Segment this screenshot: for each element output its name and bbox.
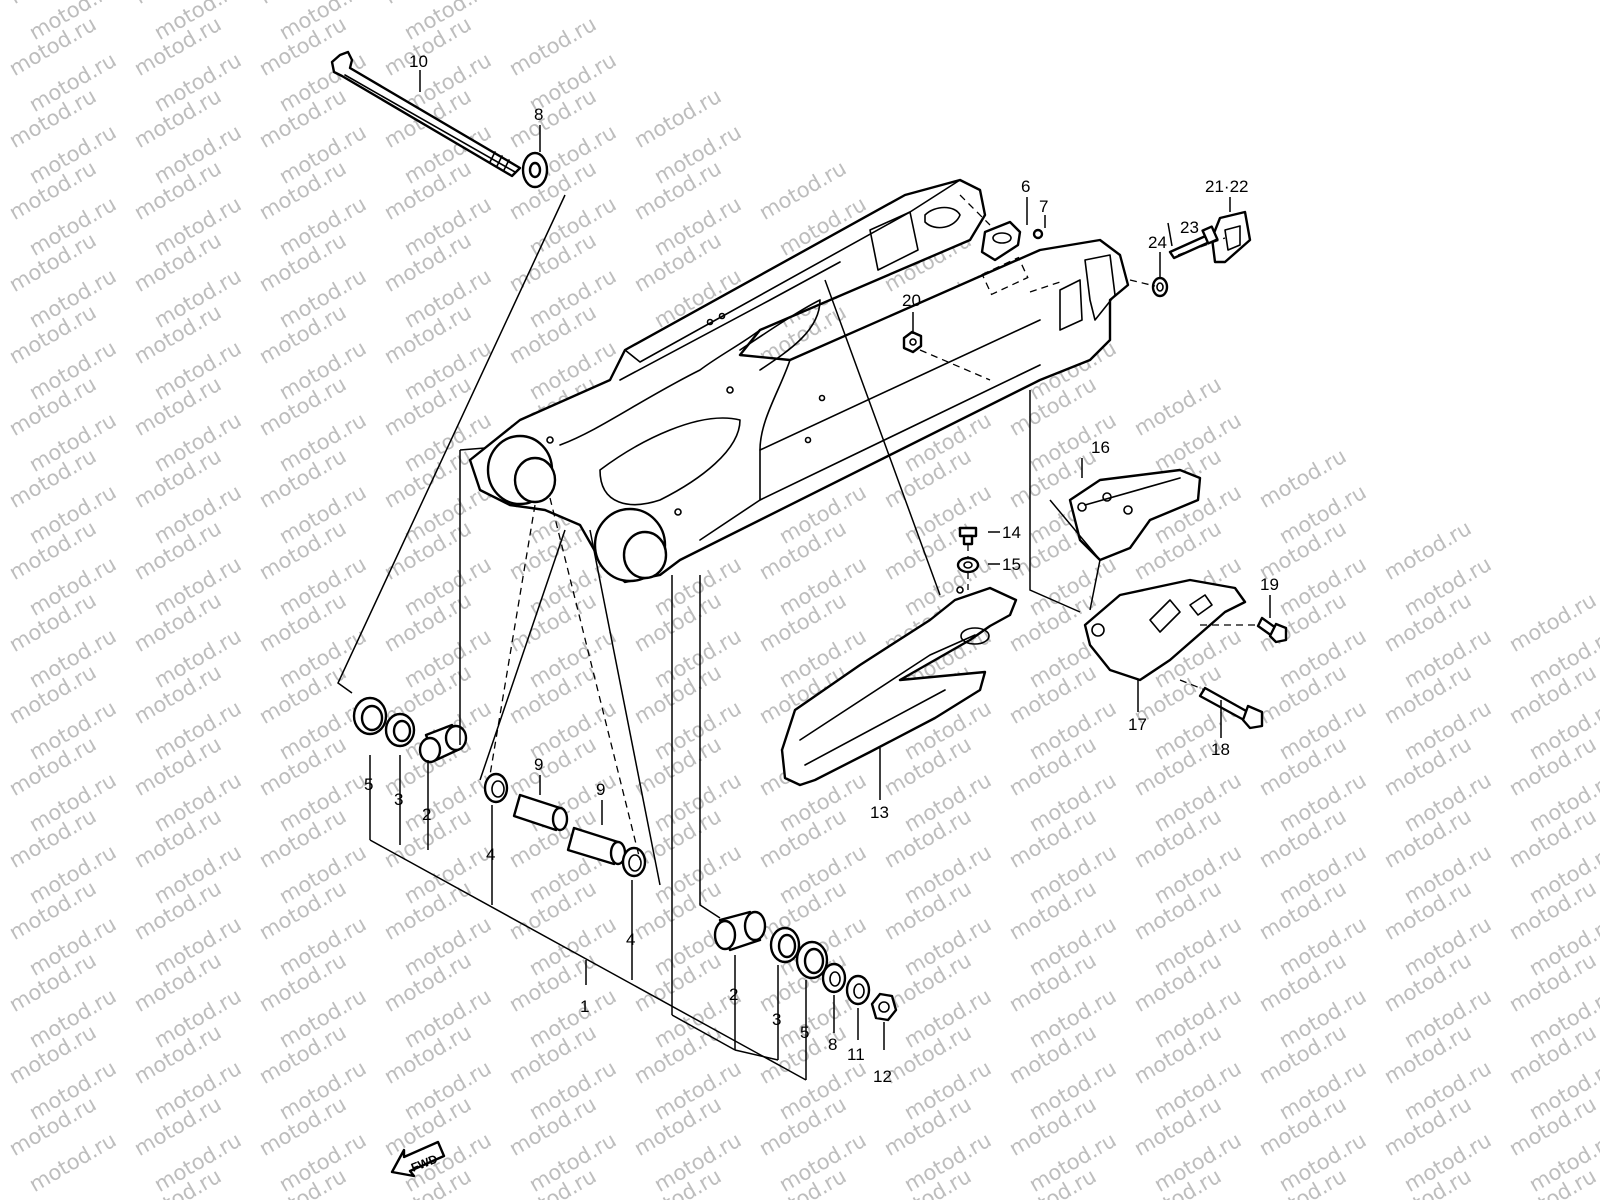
- callout-9-a: 9: [534, 755, 543, 774]
- swingarm[interactable]: [468, 178, 1130, 584]
- callout-16: 16: [1091, 438, 1110, 457]
- callout-8-bottom: 8: [828, 1035, 837, 1054]
- callout-20: 20: [902, 291, 921, 310]
- callout-1: 1: [580, 997, 589, 1016]
- leader-lines: [337, 70, 1271, 1081]
- callout-12: 12: [873, 1067, 892, 1086]
- callout-3-left: 3: [394, 790, 403, 809]
- spacer-washer-right[interactable]: [621, 846, 647, 878]
- chain-block[interactable]: [1210, 210, 1252, 264]
- callout-24: 24: [1148, 233, 1167, 252]
- washer-11[interactable]: [845, 974, 871, 1006]
- needle-bearing-left[interactable]: [418, 723, 468, 764]
- pivot-nut[interactable]: [870, 992, 898, 1022]
- callout-labels: 10 8 6 7 21·22 23 24 20 16 14 15 19 17 1…: [364, 52, 1279, 1086]
- callout-21-22: 21·22: [1205, 177, 1248, 196]
- dust-seal-right[interactable]: [795, 940, 829, 980]
- callout-14: 14: [1002, 523, 1021, 542]
- bolt-14[interactable]: [958, 526, 978, 546]
- callout-5-right: 5: [800, 1023, 809, 1042]
- adjuster-screw[interactable]: [1032, 228, 1044, 240]
- washer-top[interactable]: [521, 151, 549, 189]
- callout-5-left: 5: [364, 775, 373, 794]
- callout-13: 13: [870, 803, 889, 822]
- callout-3-right: 3: [772, 1010, 781, 1029]
- callout-8-top: 8: [534, 105, 543, 124]
- callout-11: 11: [847, 1045, 865, 1064]
- guard-bolt-19[interactable]: [1256, 616, 1288, 644]
- fwd-arrow-icon: FWD: [390, 1140, 446, 1178]
- dashed-guides: [489, 194, 1255, 861]
- washer-adjuster[interactable]: [1151, 276, 1169, 298]
- collar-a[interactable]: [512, 793, 569, 832]
- nut-20[interactable]: [902, 330, 923, 354]
- callout-2-left: 2: [422, 805, 431, 824]
- callout-9-b: 9: [596, 780, 605, 799]
- chain-adjuster-plate[interactable]: [980, 220, 1022, 262]
- adjuster-bolt[interactable]: [1168, 225, 1219, 260]
- guide-bolt-18[interactable]: [1198, 686, 1264, 730]
- callout-7: 7: [1039, 197, 1048, 216]
- thrust-washer-left[interactable]: [384, 712, 416, 748]
- washer-lower-8[interactable]: [821, 962, 847, 994]
- thrust-washer-right[interactable]: [769, 926, 801, 964]
- collar-b[interactable]: [566, 826, 627, 866]
- pivot-shaft[interactable]: [330, 50, 522, 178]
- chain-guard-lower[interactable]: [1083, 578, 1247, 682]
- callout-18: 18: [1211, 740, 1230, 759]
- callout-4-right: 4: [626, 930, 635, 949]
- callout-17: 17: [1128, 715, 1147, 734]
- callout-15: 15: [1002, 555, 1021, 574]
- spacer-washer-left[interactable]: [483, 772, 509, 804]
- chain-guide-upper[interactable]: [1068, 468, 1202, 562]
- callout-4-left: 4: [486, 845, 495, 864]
- callout-10: 10: [409, 52, 428, 71]
- washer-15[interactable]: [956, 556, 980, 574]
- callout-23: 23: [1180, 218, 1199, 237]
- callout-19: 19: [1260, 575, 1279, 594]
- dust-seal-left[interactable]: [352, 696, 388, 736]
- callout-2-right: 2: [729, 985, 738, 1004]
- needle-bearing-right[interactable]: [713, 910, 767, 952]
- chain-buffer[interactable]: [780, 586, 1018, 787]
- callout-6: 6: [1021, 177, 1030, 196]
